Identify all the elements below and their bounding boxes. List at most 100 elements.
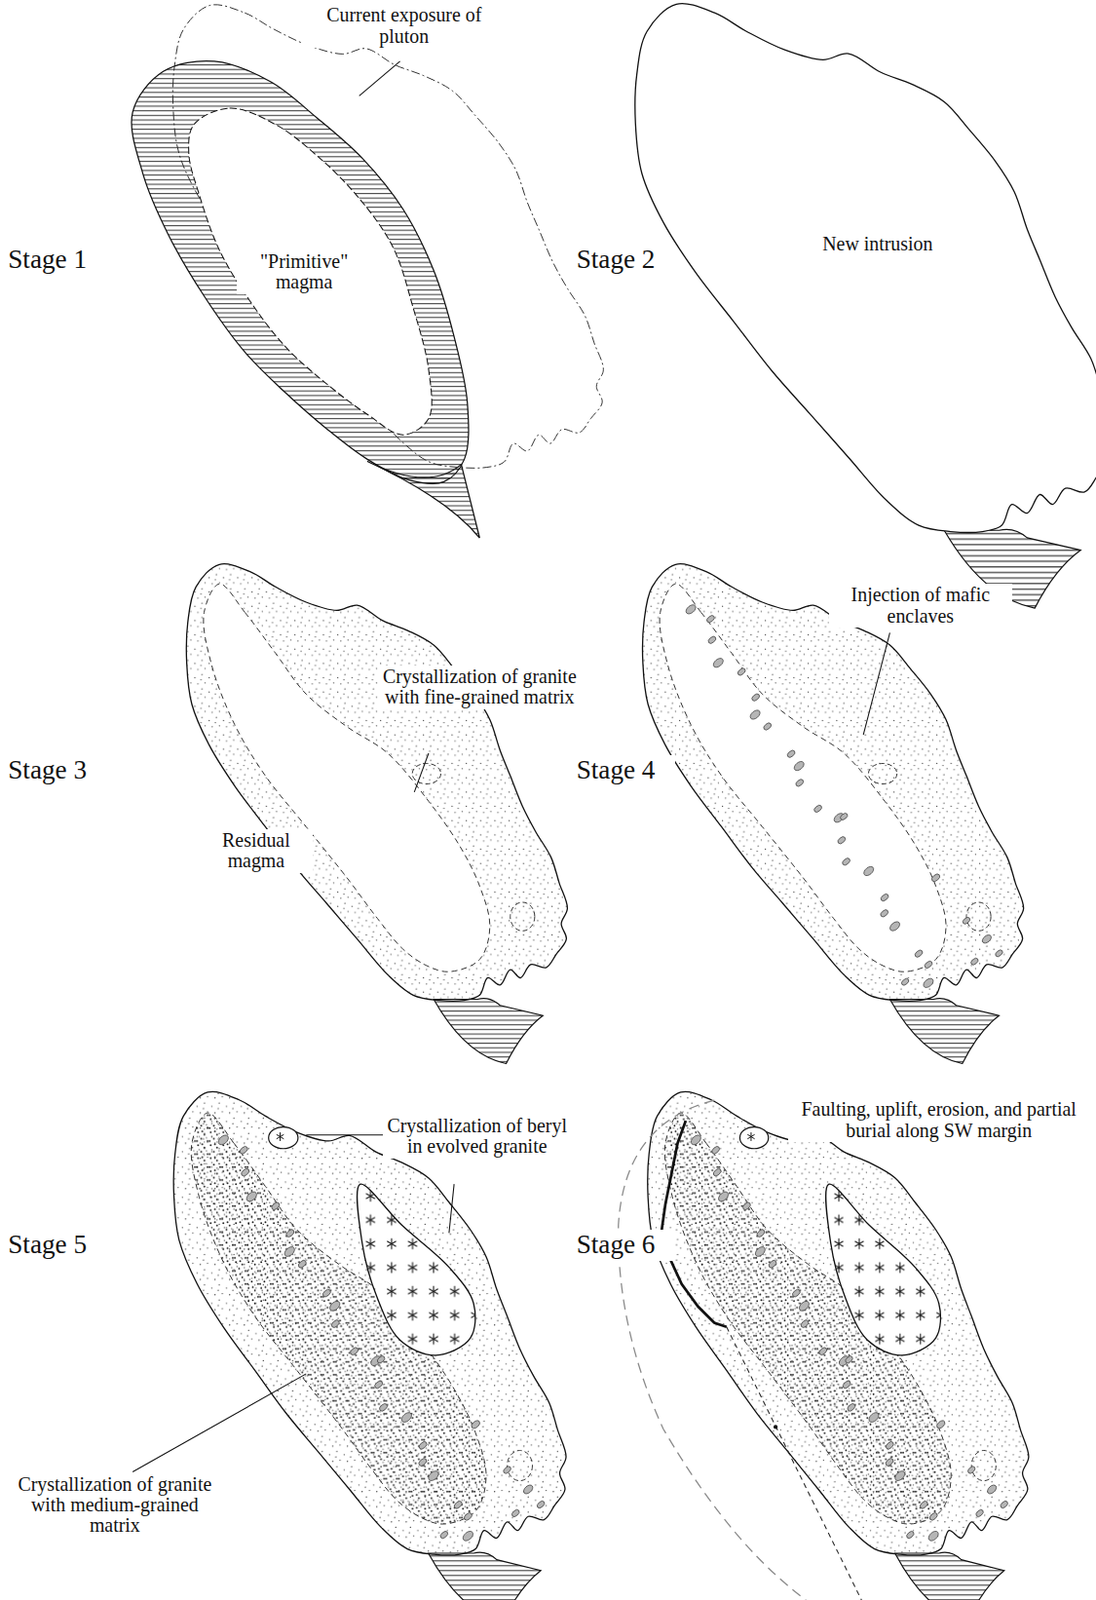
mafic-enclave [935, 1418, 946, 1430]
mafic-enclave [879, 892, 890, 903]
residual-boundary [664, 1112, 951, 1524]
hatched-magma-margin [131, 61, 469, 485]
mafic-enclave [884, 1439, 895, 1450]
callout-label: Faulting, uplift, erosion, and partial b… [788, 1097, 1091, 1142]
mafic-enclave [999, 1499, 1010, 1510]
stage-label: Stage 1 [4, 244, 108, 275]
beryl-asterisk [276, 1133, 285, 1138]
mafic-enclave [930, 872, 942, 884]
mafic-enclave [812, 803, 823, 814]
mafic-enclave [893, 1469, 907, 1483]
mafic-enclave [376, 1354, 386, 1364]
mafic-enclave [717, 1189, 730, 1204]
mafic-enclave [791, 1287, 801, 1298]
mafic-enclave [879, 907, 890, 918]
residual-boundary [659, 583, 946, 972]
mafic-enclave [510, 1508, 521, 1518]
mafic-enclave [462, 1511, 474, 1521]
mafic-enclave [961, 915, 972, 925]
beryl-granite [826, 1183, 942, 1356]
hatched-wall-rock [889, 998, 999, 1064]
mafic-enclave [439, 1529, 450, 1540]
mafic-enclave [799, 1318, 810, 1328]
beryl-granite-stars [356, 1183, 475, 1356]
mafic-enclave [321, 1287, 333, 1298]
fault-tick [773, 1424, 778, 1429]
dashed-pocket [510, 902, 535, 931]
beryl-asterisk [747, 1133, 755, 1138]
dashed-pocket [412, 763, 441, 785]
mafic-enclave [330, 1318, 341, 1328]
callout-label: Injection of mafic enclaves [829, 583, 1014, 628]
leader-line [863, 632, 890, 735]
mafic-enclave [836, 834, 847, 845]
mafic-enclave [712, 656, 725, 670]
mafic-enclave [328, 1298, 342, 1313]
region-label: New intrusion [795, 232, 960, 256]
mafic-enclave [282, 1245, 297, 1259]
mafic-enclave [239, 1167, 251, 1177]
mafic-enclave [794, 777, 805, 788]
mafic-enclave [736, 667, 747, 678]
dashed-pocket [507, 1450, 533, 1481]
mafic-enclave [923, 959, 934, 970]
stage-label: Stage 5 [4, 1229, 108, 1260]
stage-1-panel [131, 4, 604, 538]
pluton-outline [173, 1091, 567, 1555]
mafic-enclave [748, 708, 761, 721]
beryl-pod [739, 1127, 768, 1149]
mafic-enclave [741, 1201, 752, 1211]
mafic-enclave [522, 1482, 535, 1495]
mafic-enclave [921, 976, 935, 989]
dashed-pocket [966, 902, 991, 931]
beryl-granite [356, 1183, 475, 1356]
stage-label: Stage 4 [573, 755, 677, 786]
mafic-enclave [244, 1189, 259, 1204]
mafic-enclave [900, 977, 910, 986]
mafic-enclave [535, 1499, 546, 1510]
mafic-enclave [966, 1465, 977, 1475]
mafic-enclave [985, 1482, 998, 1495]
mafic-enclave [926, 1528, 940, 1543]
mafic-enclave [888, 919, 902, 933]
dashed-pocket [971, 1450, 996, 1481]
region-label: "Primitive" magma [236, 250, 372, 295]
pluton-stage-2 [635, 3, 1096, 609]
mafic-enclave [913, 948, 924, 959]
mafic-enclave [905, 1529, 915, 1540]
leader-line [132, 1373, 306, 1473]
residual-boundary [190, 1112, 487, 1524]
beryl-asterisk [276, 1133, 285, 1138]
mafic-enclave [270, 1201, 282, 1211]
stage-label: Stage 6 [573, 1229, 677, 1260]
beryl-asterisk [747, 1133, 755, 1138]
mafic-enclave [884, 1456, 895, 1467]
pluton-stage-5 [173, 1091, 567, 1600]
hatched-wall-rock [433, 998, 543, 1064]
dashed-pocket [868, 763, 897, 785]
callout-label: Crystallization of beryl in evolved gran… [382, 1114, 572, 1159]
mafic-enclave [216, 1133, 230, 1147]
mafic-enclave [373, 1379, 384, 1390]
mafic-enclave [840, 856, 851, 867]
mafic-enclave [918, 1499, 929, 1510]
mafic-enclave [705, 613, 716, 624]
mafic-enclave [841, 1379, 852, 1390]
mafic-enclave [975, 1508, 985, 1518]
mafic-enclave [994, 948, 1005, 958]
mafic-enclave [762, 721, 773, 732]
mafic-enclave [399, 1410, 414, 1425]
mafic-enclave [285, 1227, 297, 1238]
mafic-enclave [460, 1528, 475, 1543]
mafic-enclave [417, 1439, 429, 1450]
stage-label: Stage 2 [573, 244, 677, 275]
pluton-stage-4 [642, 564, 1023, 1064]
pluton-stage-6 [647, 1091, 1029, 1600]
mafic-enclave [981, 933, 993, 945]
beryl-pod [268, 1127, 299, 1149]
mafic-enclave [928, 1511, 939, 1521]
hatched-wall-rock [428, 1551, 541, 1600]
mafic-enclave [712, 1167, 722, 1177]
mafic-enclave [844, 1354, 855, 1364]
